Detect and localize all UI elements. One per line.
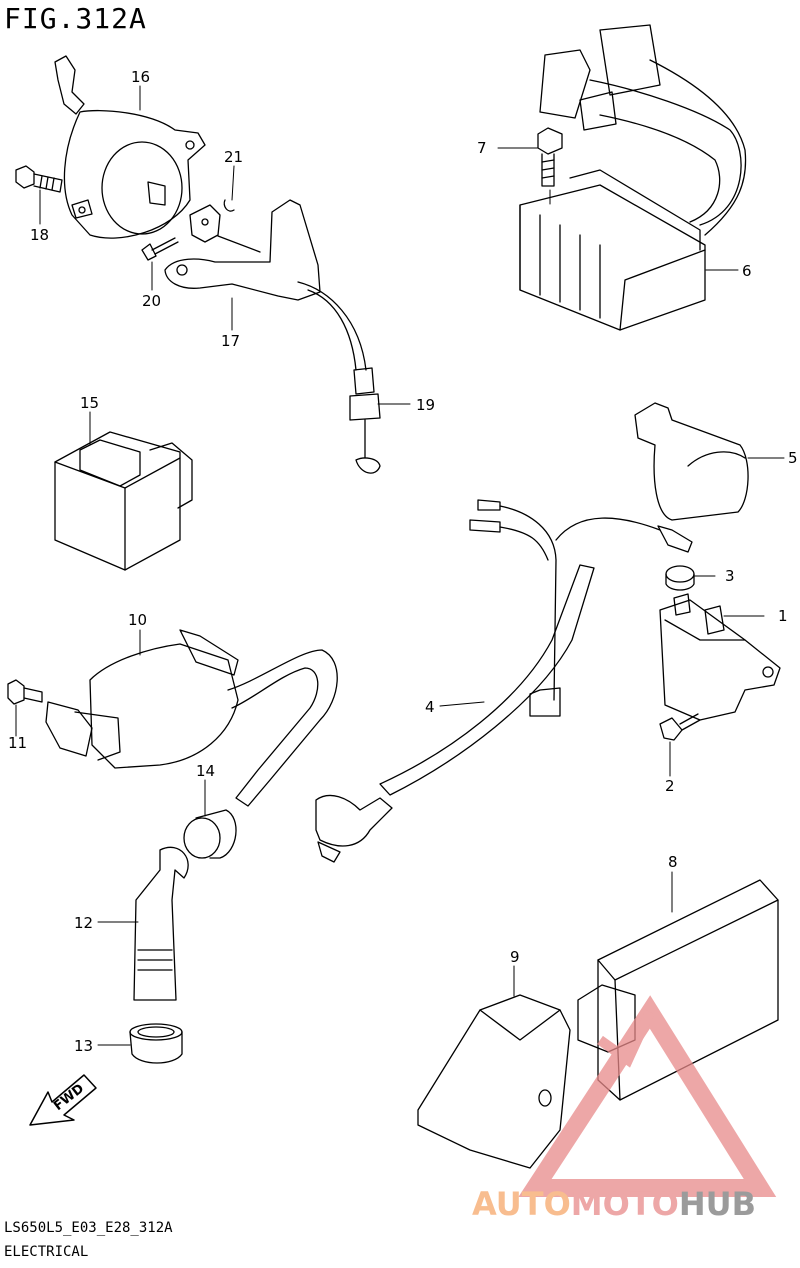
callout-17: 17	[221, 332, 240, 350]
callout-2: 2	[665, 777, 675, 795]
part-6-regulator-rectifier	[519, 24, 747, 331]
section-title: ELECTRICAL	[4, 1244, 89, 1260]
callout-6: 6	[742, 262, 752, 280]
callout-15: 15	[80, 394, 99, 412]
watermark-auto: AUTO	[472, 1185, 571, 1223]
watermark-text: AUTOMOTOHUB	[472, 1185, 756, 1223]
callout-12: 12	[74, 914, 93, 932]
leader-lines	[15, 85, 785, 1046]
part-1-starter-relay	[659, 593, 781, 721]
figure-title: FIG.312A	[4, 2, 147, 35]
part-21-clip	[223, 199, 235, 212]
fwd-label: FWD	[51, 1081, 87, 1114]
part-4-harness	[315, 499, 693, 863]
callout-20: 20	[142, 292, 161, 310]
part-20-screw	[141, 237, 179, 261]
part-14-grommet	[183, 809, 237, 859]
part-3-nut	[665, 565, 695, 591]
callout-8: 8	[668, 853, 678, 871]
callout-3: 3	[725, 567, 735, 585]
part-10-ignition-coil	[45, 629, 338, 807]
model-code: LS650L5_E03_E28_312A	[4, 1220, 173, 1236]
watermark-logo: AUTOMOTOHUB	[472, 995, 777, 1223]
callout-10: 10	[128, 611, 147, 629]
part-13-cap	[129, 1023, 183, 1064]
part-12-plug-cap	[133, 846, 189, 1001]
watermark-hub: HUB	[679, 1185, 756, 1223]
part-18-bolt	[15, 165, 63, 193]
fwd-arrow	[29, 1074, 97, 1126]
watermark-moto: MOTO	[571, 1185, 679, 1223]
callout-7: 7	[477, 139, 487, 157]
callout-1: 1	[778, 607, 788, 625]
callout-5: 5	[788, 449, 798, 467]
callout-13: 13	[74, 1037, 93, 1055]
part-11-bolt	[7, 679, 43, 705]
callout-4: 4	[425, 698, 435, 716]
callout-11: 11	[8, 734, 27, 752]
part-9-holder	[417, 994, 571, 1169]
part-2-screw	[659, 713, 701, 741]
part-7-bolt	[537, 127, 563, 187]
callout-21: 21	[224, 148, 243, 166]
callout-19: 19	[416, 396, 435, 414]
part-17-bracket	[164, 199, 321, 301]
callout-16: 16	[131, 68, 150, 86]
callout-9: 9	[510, 948, 520, 966]
part-5-boot	[634, 402, 749, 521]
callout-14: 14	[196, 762, 215, 780]
part-15-relay	[54, 431, 193, 571]
part-16-pickup-coil	[54, 55, 206, 239]
callout-18: 18	[30, 226, 49, 244]
part-19-cable	[217, 235, 381, 474]
callout-labels: 1 2 3 4 5 6 7 8 9 10 11 12 13 14 15 16 1…	[8, 68, 798, 1055]
